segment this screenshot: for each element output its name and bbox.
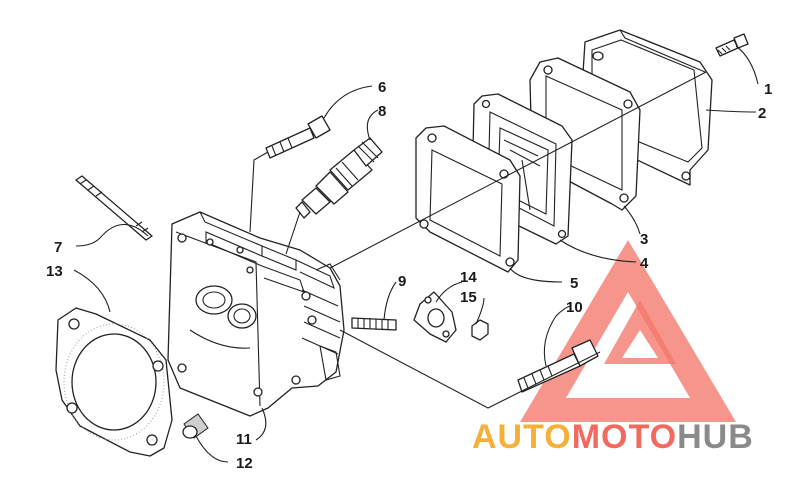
watermark-moto: MOTO <box>572 418 677 456</box>
watermark-wordmark: AUTOMOTOHUB <box>472 418 754 456</box>
callout-8: 8 <box>378 103 386 120</box>
exhaust-gasket <box>413 291 457 343</box>
head-gasket <box>55 307 173 457</box>
callout-6: 6 <box>378 79 386 96</box>
flange-nut <box>471 319 489 341</box>
rocker-gasket <box>415 125 521 273</box>
callout-11: 11 <box>236 431 252 448</box>
callout-9: 9 <box>398 273 406 290</box>
callout-10: 10 <box>566 299 583 316</box>
callout-2: 2 <box>758 105 766 122</box>
watermark-hub: HUB <box>677 418 754 456</box>
callout-14: 14 <box>460 269 477 286</box>
cylinder-stud <box>75 175 153 241</box>
callout-3: 3 <box>640 231 648 248</box>
head-bolt-top <box>265 115 331 159</box>
callout-12: 12 <box>236 455 253 472</box>
dowel-pin <box>182 413 209 439</box>
callout-13: 13 <box>46 263 63 280</box>
callout-labels: 1 2 3 4 5 6 7 8 9 10 11 12 13 14 15 <box>46 79 772 472</box>
callout-1: 1 <box>764 81 772 98</box>
watermark-logo <box>520 240 736 422</box>
callout-5: 5 <box>570 275 578 292</box>
callout-4: 4 <box>640 255 649 272</box>
exhaust-stud <box>351 317 397 331</box>
callout-15: 15 <box>460 289 477 306</box>
svg-text:AUTOMOTOHUB: AUTOMOTOHUB <box>472 418 754 456</box>
watermark-auto: AUTO <box>472 418 572 456</box>
cylinder-head <box>167 211 345 417</box>
callout-7: 7 <box>54 239 62 256</box>
head-bolt-long <box>517 339 599 393</box>
cover-bolt <box>715 33 749 57</box>
leader-lines <box>73 45 759 463</box>
spark-plug <box>295 137 383 219</box>
